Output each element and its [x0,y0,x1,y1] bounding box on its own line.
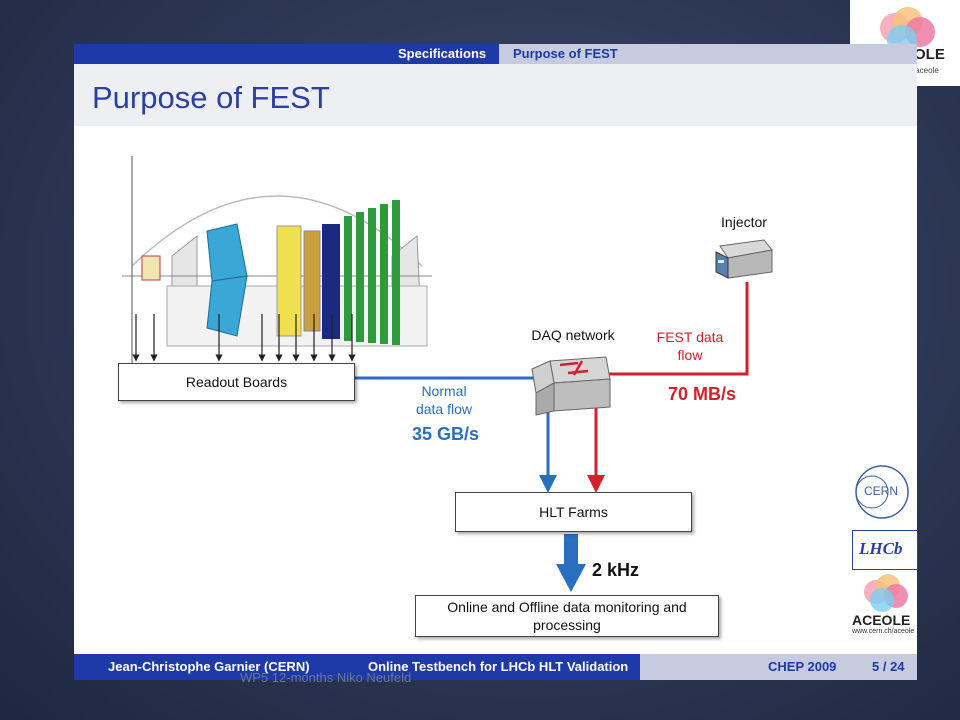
side-logos: CERN LHCb ACEOLE www.cern.ch/aceole [850,462,920,635]
logo-text: OLE [914,46,945,63]
logo-url: /aceole [913,66,939,75]
injector-server-icon [715,239,773,279]
readout-boards-box: Readout Boards [118,363,355,401]
title-band [74,64,917,126]
normal-rate-label: 35 GB/s [412,424,480,444]
slide: Specifications Purpose of FEST Purpose o… [74,44,917,680]
fest-rate-label: 70 MB/s [668,384,737,404]
flow-arrows [132,282,749,592]
monitoring-box: Online and Offline data monitoring and p… [415,595,719,637]
footer-bar: Jean-Christophe Garnier (CERN) Online Te… [74,654,917,680]
monitoring-line2: processing [533,617,601,633]
lhcb-detector-illustration [122,156,432,366]
nav-bar: Specifications Purpose of FEST [74,44,917,64]
daq-network-label: DAQ network [531,327,615,343]
aceole-petals-small-icon [864,574,908,612]
aceole-petals-icon [880,7,935,55]
cern-logo-text: CERN [864,484,899,498]
fest-flow-line2: flow [677,347,703,363]
fest-flow-line1: FEST data [656,329,724,345]
normal-flow-line1: Normal [421,383,467,399]
footer-author: Jean-Christophe Garnier (CERN) [108,659,310,674]
nav-specifications[interactable]: Specifications [398,46,487,61]
footer-talk-title: Online Testbench for LHCb HLT Validation [368,659,629,674]
nav-purpose-of-fest[interactable]: Purpose of FEST [499,44,917,64]
normal-flow-label: Normal data flow [394,382,494,418]
slide-title: Purpose of FEST [92,80,330,115]
watermark-text: WP5 12-months Niko Neufeld [240,670,412,685]
aceole-logo-text: ACEOLE [852,612,911,628]
network-switch-icon [531,356,611,416]
lhcb-logo-text: LHCb [859,539,903,558]
lhcb-logo: LHCb [852,530,918,570]
hlt-farms-box: HLT Farms [455,492,692,532]
footer-page-number: 5 / 24 [872,659,905,674]
cern-logo-icon [855,465,909,519]
fest-flow-label: FEST data flow [640,328,740,364]
normal-flow-line2: data flow [415,401,473,417]
injector-label: Injector [721,214,767,230]
monitoring-line1: Online and Offline data monitoring and [447,599,687,615]
hlt-rate-label: 2 kHz [592,560,640,580]
footer-conference: CHEP 2009 [768,659,837,674]
aceole-logo-url: www.cern.ch/aceole [852,628,915,635]
